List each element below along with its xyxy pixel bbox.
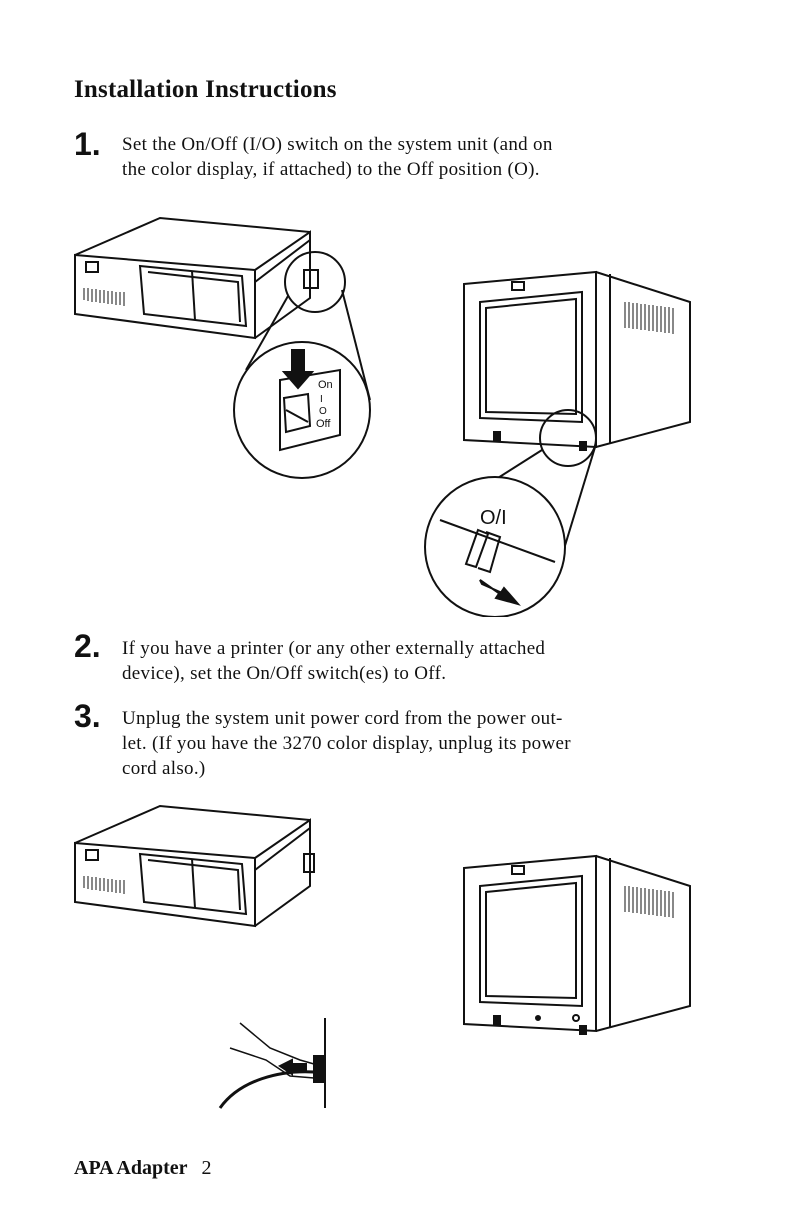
- step-1-number: 1.: [74, 126, 101, 162]
- step-3-line-1: Unplug the system unit power cord from t…: [122, 708, 563, 729]
- switch-label-i: I: [320, 394, 323, 405]
- step-3-number: 3.: [74, 698, 101, 734]
- step-2-text: If you have a printer (or any other exte…: [122, 636, 545, 686]
- switch-label-o: O: [319, 406, 327, 417]
- switch-label-on: On: [318, 379, 333, 391]
- step-1-line-2: the color display, if attached) to the O…: [122, 159, 540, 180]
- step-3-line-3: cord also.): [122, 758, 206, 779]
- color-display-switch-illustration: O/I: [424, 270, 691, 617]
- display-switch-label: O/I: [480, 507, 507, 529]
- switch-label-off: Off: [316, 418, 331, 430]
- step-2-number: 2.: [74, 628, 101, 664]
- step-1-line-1: Set the On/Off (I/O) switch on the syste…: [122, 134, 553, 155]
- system-unit-switch-illustration: On I O Off: [74, 216, 371, 479]
- system-unit-unplug-illustration: [74, 804, 326, 1109]
- page-footer: APA Adapter 2: [74, 1157, 212, 1180]
- color-display-illustration: [463, 854, 691, 1035]
- step-1-text: Set the On/Off (I/O) switch on the syste…: [122, 132, 553, 182]
- step-3-text: Unplug the system unit power cord from t…: [122, 706, 571, 781]
- footer-page-number: 2: [201, 1157, 212, 1179]
- step-3-line-2: let. (If you have the 3270 color display…: [122, 733, 571, 754]
- page-title: Installation Instructions: [74, 76, 337, 103]
- step-2-line-2: device), set the On/Off switch(es) to Of…: [122, 663, 447, 684]
- footer-section: APA Adapter: [74, 1157, 188, 1179]
- step-2-line-1: If you have a printer (or any other exte…: [122, 638, 546, 659]
